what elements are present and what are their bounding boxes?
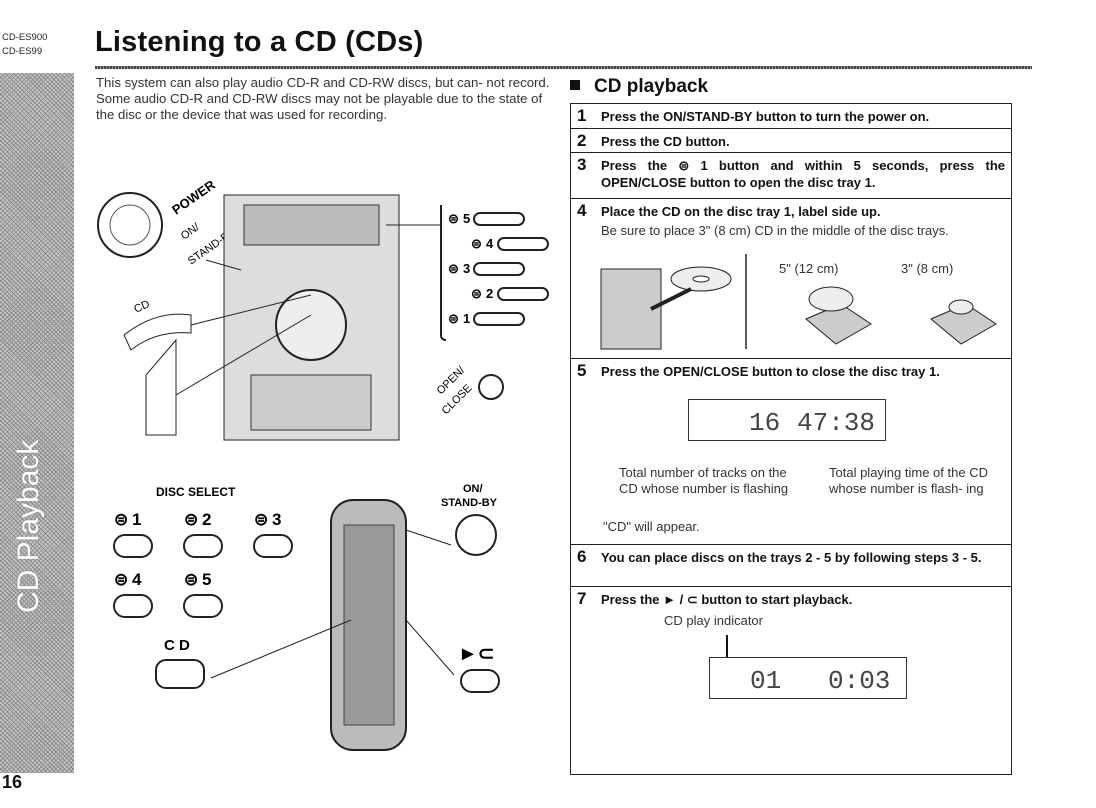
remote-play-button[interactable] — [460, 669, 500, 693]
svg-text:⊜: ⊜ — [448, 211, 459, 226]
remote-cd-button[interactable] — [155, 659, 205, 689]
svg-text:5: 5 — [202, 570, 211, 589]
svg-text:3: 3 — [463, 261, 470, 276]
svg-text:⊜: ⊜ — [114, 570, 128, 589]
disc-3-button[interactable] — [473, 262, 525, 276]
svg-text:⊜: ⊜ — [114, 510, 128, 529]
svg-text:4: 4 — [486, 236, 494, 251]
svg-text:STAND-BY: STAND-BY — [441, 497, 498, 509]
disc-5-button[interactable] — [473, 212, 525, 226]
svg-text:⊜: ⊜ — [184, 570, 198, 589]
open-close-button-icon — [478, 374, 504, 400]
svg-text:C D: C D — [164, 637, 190, 654]
play-button-icon — [145, 338, 177, 436]
disc-1-button[interactable] — [473, 312, 525, 326]
svg-text:1: 1 — [132, 510, 141, 529]
svg-text:⊜: ⊜ — [448, 311, 459, 326]
main-unit-illustration: POWER ON/ STAND-BY CD ⊜ 5 ⊜ 4 ⊜ 3 ⊜ 2 ⊜ … — [97, 177, 549, 441]
cd-button-icon — [123, 313, 192, 351]
svg-text:⊜: ⊜ — [254, 510, 268, 529]
remote-disc-3-button[interactable] — [253, 534, 293, 558]
svg-text:2: 2 — [202, 510, 211, 529]
svg-text:5: 5 — [463, 211, 470, 226]
model-numbers: CD-ES900 CD-ES99 — [2, 32, 48, 57]
svg-text:3: 3 — [272, 510, 281, 529]
svg-text:POWER: POWER — [169, 177, 218, 218]
svg-text:ON/: ON/ — [179, 221, 203, 243]
remote-disc-5-button[interactable] — [183, 594, 223, 618]
play-icon: ►⊂ — [458, 643, 495, 665]
remote-disc-2-button[interactable] — [183, 534, 223, 558]
svg-text:⊜: ⊜ — [448, 261, 459, 276]
svg-text:ON/: ON/ — [463, 483, 483, 495]
remote-disc-4-button[interactable] — [113, 594, 153, 618]
intro-text: This system can also play audio CD-R and… — [96, 75, 550, 122]
page-title: Listening to a CD (CDs) — [95, 26, 424, 58]
section-sidebar: CD Playback — [0, 73, 74, 773]
indicator-pointer — [726, 635, 728, 657]
remote-power-button-icon — [455, 514, 497, 556]
disc-buttons: ⊜ 5 ⊜ 4 ⊜ 3 ⊜ 2 ⊜ 1 — [448, 211, 549, 326]
svg-text:1: 1 — [463, 311, 470, 326]
svg-text:⊜: ⊜ — [184, 510, 198, 529]
section-heading: CD playback — [570, 76, 708, 98]
disc-tray-illustration — [600, 254, 997, 350]
svg-text:CD: CD — [132, 298, 152, 316]
svg-text:⊜: ⊜ — [471, 236, 482, 251]
disc-4-button[interactable] — [497, 237, 549, 251]
svg-text:⊜: ⊜ — [471, 286, 482, 301]
sidebar-label: CD Playback — [12, 439, 45, 613]
lcd-display: 16 47:38 — [688, 399, 886, 441]
svg-text:2: 2 — [486, 286, 493, 301]
remote-illustration: DISC SELECT ⊜1 ⊜2 ⊜3 ⊜4 ⊜5 ON/ STAND-BY … — [113, 483, 500, 751]
svg-text:DISC SELECT: DISC SELECT — [156, 485, 236, 499]
title-rule — [95, 66, 1032, 69]
power-button-icon — [97, 192, 163, 258]
remote-disc-1-button[interactable] — [113, 534, 153, 558]
svg-text:4: 4 — [132, 570, 142, 589]
page-number: 16 — [2, 772, 23, 792]
lcd-display-playing: 01 0:03 — [709, 657, 907, 699]
disc-2-button[interactable] — [497, 287, 549, 301]
